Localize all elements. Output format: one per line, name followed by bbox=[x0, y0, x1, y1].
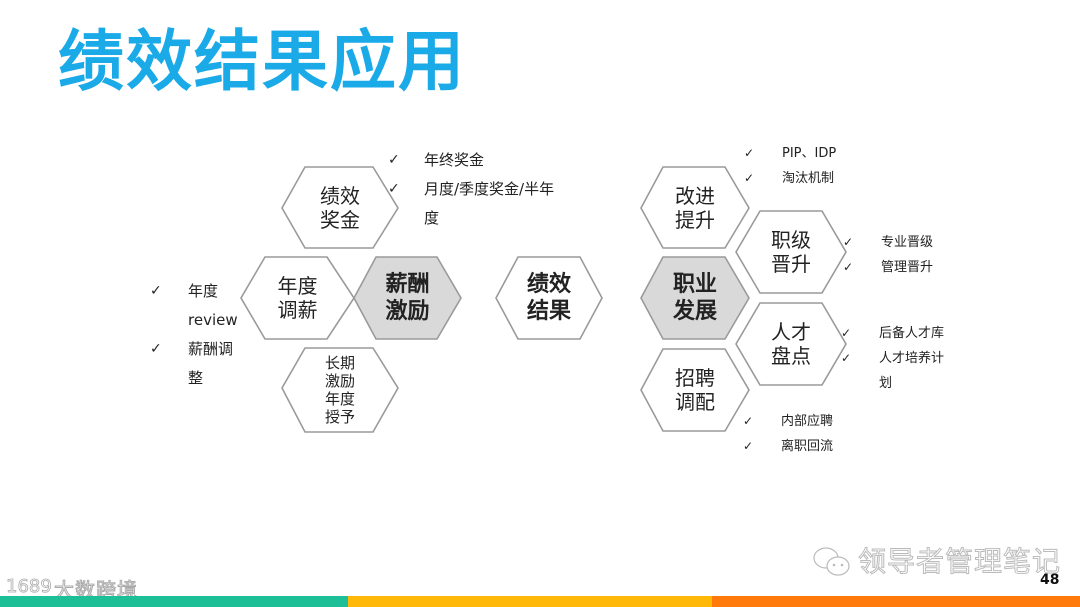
footer-bar-orange bbox=[712, 596, 1080, 607]
hex-label-long-term-incentive: 长期 激励 年度 授予 bbox=[324, 354, 355, 426]
page-number: 48 bbox=[1040, 572, 1060, 588]
hex-label-annual-salary-adjust: 年度 调薪 bbox=[277, 274, 318, 322]
check-icon: ✓ bbox=[841, 351, 852, 365]
hex-salary-hub bbox=[353, 256, 462, 340]
slide-title: 绩效结果应用 bbox=[58, 23, 466, 100]
hex-performance-bonus bbox=[281, 166, 399, 249]
list-item: ✓ 年度 review bbox=[150, 277, 238, 335]
hex-label-talent-review: 人才 盘点 bbox=[771, 320, 811, 368]
hex-promotion bbox=[735, 210, 847, 294]
wechat-icon bbox=[813, 547, 850, 576]
bullet-list-annual-salary-adjust: ✓ 年度 review ✓ 薪酬调 整 bbox=[150, 277, 238, 393]
list-item: ✓ 离职回流 bbox=[743, 434, 833, 459]
watermark-right: 领导者管理笔记 bbox=[857, 545, 1062, 579]
bullet-list-promotion: ✓ 专业晋级 ✓ 管理晋升 bbox=[843, 230, 933, 280]
bullet-list-talent-review: ✓ 后备人才库 ✓ 人才培养计 划 bbox=[841, 321, 944, 396]
check-icon: ✓ bbox=[388, 152, 400, 168]
check-icon: ✓ bbox=[743, 439, 754, 453]
list-item: ✓ PIP、IDP bbox=[744, 141, 836, 166]
footer-bar-green bbox=[0, 596, 348, 607]
bullet-list-performance-bonus: ✓ 年终奖金 ✓ 月度/季度奖金/半年 度 bbox=[388, 146, 554, 233]
check-icon: ✓ bbox=[150, 341, 162, 357]
check-icon: ✓ bbox=[744, 171, 755, 185]
hex-label-career-hub: 职业 发展 bbox=[672, 272, 717, 324]
svg-text:1689: 1689 bbox=[6, 576, 52, 596]
hex-long-term-incentive bbox=[281, 347, 399, 433]
list-item: ✓ 月度/季度奖金/半年 度 bbox=[388, 175, 554, 233]
hex-label-center: 绩效 结果 bbox=[526, 272, 571, 324]
check-icon: ✓ bbox=[150, 283, 162, 299]
list-item: ✓ 人才培养计 划 bbox=[841, 346, 944, 396]
check-icon: ✓ bbox=[843, 260, 854, 274]
hex-annual-salary-adjust bbox=[240, 256, 355, 340]
bullet-list-recruit: ✓ 内部应聘 ✓ 离职回流 bbox=[743, 409, 833, 459]
hex-career-hub bbox=[640, 256, 750, 340]
check-icon: ✓ bbox=[841, 326, 852, 340]
list-item: ✓ 薪酬调 整 bbox=[150, 335, 238, 393]
hex-talent-review bbox=[735, 302, 847, 386]
hex-label-promotion: 职级 晋升 bbox=[771, 228, 811, 276]
check-icon: ✓ bbox=[843, 235, 854, 249]
list-item: ✓ 后备人才库 bbox=[841, 321, 944, 346]
hex-center bbox=[495, 256, 603, 340]
brand-logo-icon: 1689 bbox=[6, 576, 52, 596]
list-item: ✓ 专业晋级 bbox=[843, 230, 933, 255]
check-icon: ✓ bbox=[388, 181, 400, 197]
check-icon: ✓ bbox=[744, 146, 755, 160]
hex-label-salary-hub: 薪酬 激励 bbox=[385, 272, 430, 324]
hex-recruit bbox=[640, 348, 750, 432]
check-icon: ✓ bbox=[743, 414, 754, 428]
hex-improve bbox=[640, 166, 750, 249]
hex-label-performance-bonus: 绩效 奖金 bbox=[320, 183, 360, 232]
hex-label-improve: 改进 提升 bbox=[675, 183, 715, 232]
footer-bar-yellow bbox=[348, 596, 712, 607]
hex-label-recruit: 招聘 调配 bbox=[675, 366, 715, 414]
list-item: ✓ 淘汰机制 bbox=[744, 166, 836, 191]
bullet-list-improve: ✓ PIP、IDP ✓ 淘汰机制 bbox=[744, 141, 836, 191]
list-item: ✓ 年终奖金 bbox=[388, 146, 554, 175]
list-item: ✓ 管理晋升 bbox=[843, 255, 933, 280]
list-item: ✓ 内部应聘 bbox=[743, 409, 833, 434]
